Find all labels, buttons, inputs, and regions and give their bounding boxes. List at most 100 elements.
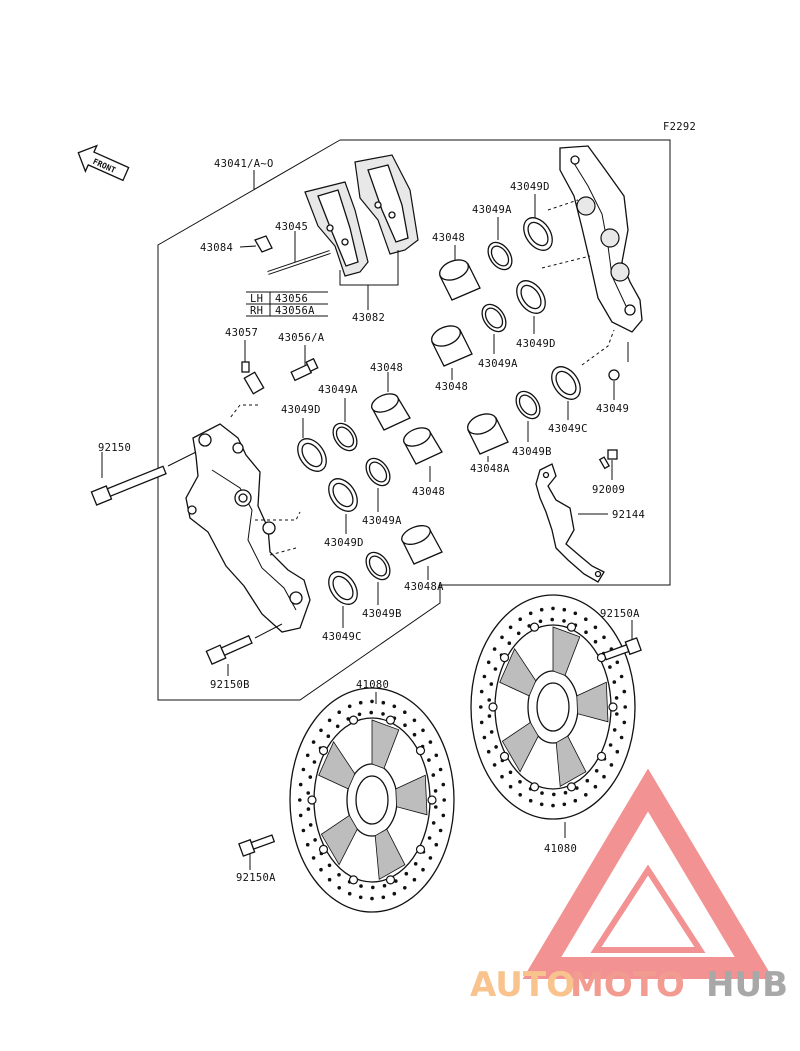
disc-rivet: [307, 795, 317, 805]
disc-rivet: [348, 715, 359, 725]
disc-rivet: [415, 745, 426, 756]
disc-hole: [479, 689, 484, 694]
label-43048a-1: 43048A: [470, 463, 510, 475]
disc-hole: [614, 696, 619, 700]
disc-hole: [619, 735, 624, 740]
bleed-cap-part: [608, 369, 620, 381]
disc-hole: [347, 704, 352, 709]
disc-hole: [538, 619, 543, 624]
label-43049b-1: 43049B: [512, 446, 552, 458]
label-43056a: 43056/A: [278, 332, 325, 344]
seal-43049b-2-part: [365, 551, 391, 581]
disc-hole: [327, 877, 332, 882]
seal-43049a-4-part: [481, 303, 507, 333]
brake-disc-right-part: [470, 594, 636, 820]
label-41080-1: 41080: [356, 679, 389, 691]
assembly-frame: [157, 139, 671, 701]
disc-hole: [584, 617, 588, 621]
disc-spoke: [501, 721, 539, 773]
mounting-bolt-b-part: [205, 634, 253, 665]
piston-43048-2-part: [403, 427, 443, 465]
disc-hole: [434, 805, 438, 809]
disc-hole: [441, 813, 446, 818]
disc-hole: [337, 886, 342, 890]
disc-hole: [622, 689, 627, 694]
disc-hole: [403, 886, 407, 890]
label-43049b-2: 43049B: [362, 608, 402, 620]
disc-hole: [608, 743, 613, 747]
disc-hole: [403, 710, 407, 714]
disc-hole: [615, 712, 619, 716]
disc-hole: [382, 883, 387, 888]
disc-hole: [326, 734, 331, 738]
seal-43049c-1-part: [551, 366, 581, 400]
disc-hole: [381, 700, 386, 705]
label-43048-3: 43048: [432, 232, 465, 244]
piston-43048-4-part: [431, 325, 473, 367]
disc-hole: [602, 635, 606, 640]
label-43045: 43045: [275, 221, 308, 233]
disc-hole: [494, 745, 498, 749]
disc-spoke: [320, 814, 358, 866]
disc-hole: [298, 813, 303, 818]
disc-hole: [615, 749, 620, 754]
disc-hole: [431, 821, 436, 825]
disc-hole: [412, 877, 417, 882]
disc-spoke: [552, 626, 581, 676]
disc-hole: [500, 774, 504, 779]
disc-rivet: [415, 844, 426, 855]
disc-hole: [319, 867, 323, 872]
disc-rivet: [499, 751, 510, 762]
disc-hole: [479, 720, 484, 725]
label-43084: 43084: [200, 242, 233, 254]
disc-hole: [489, 730, 494, 734]
disc-hole: [412, 732, 417, 737]
rh-label: RH: [250, 305, 263, 317]
piston-43048a-2-part: [401, 525, 443, 565]
label-43049d-4: 43049D: [516, 338, 556, 350]
disc-hole: [392, 704, 397, 709]
disc-hole: [487, 714, 492, 718]
disc-hole: [584, 793, 588, 797]
disc-hole: [508, 625, 513, 630]
leader-43082-bracket: [339, 250, 399, 286]
disc-hole: [347, 891, 352, 896]
disc-hole: [608, 665, 612, 669]
disc-hole: [306, 807, 311, 811]
disc-hole: [585, 778, 590, 783]
disc-rivet: [566, 622, 577, 632]
disc-hole: [421, 728, 425, 733]
label-92150a-2: 92150A: [236, 872, 276, 884]
disc-hole: [311, 856, 316, 860]
disc-hole: [623, 705, 627, 709]
disc-hole: [434, 753, 439, 758]
disc-hole: [573, 611, 578, 616]
watermark-auto: AUTO: [470, 965, 575, 1005]
label-92009: 92009: [592, 484, 625, 496]
disc-hole: [306, 791, 311, 795]
disc-hole: [492, 647, 497, 651]
disc-hole: [438, 828, 443, 833]
disc-hole: [308, 823, 313, 827]
disc-hole: [358, 700, 363, 705]
disc-rivet: [318, 745, 329, 756]
disc-hole: [298, 782, 303, 787]
caliper-left-part: [185, 423, 311, 633]
disc-hole: [508, 784, 513, 789]
disc-hole: [612, 728, 617, 732]
disc-hole: [298, 798, 302, 802]
label-43049d-2: 43049D: [324, 537, 364, 549]
seal-43049d-4-part: [516, 280, 546, 314]
piston-43048-1-part: [371, 393, 411, 431]
disc-spoke: [555, 735, 587, 787]
disc-rivet: [596, 751, 607, 762]
disc-hole: [573, 798, 578, 803]
label-43049a-4: 43049A: [478, 358, 518, 370]
disc-hole: [550, 617, 554, 622]
disc-rivet: [529, 782, 540, 792]
watermark-hub: HUB: [706, 965, 788, 1005]
spring-plate-part: [535, 463, 605, 583]
disc-hole: [381, 895, 386, 900]
disc-hole: [622, 720, 627, 725]
disc-hole: [358, 895, 363, 900]
